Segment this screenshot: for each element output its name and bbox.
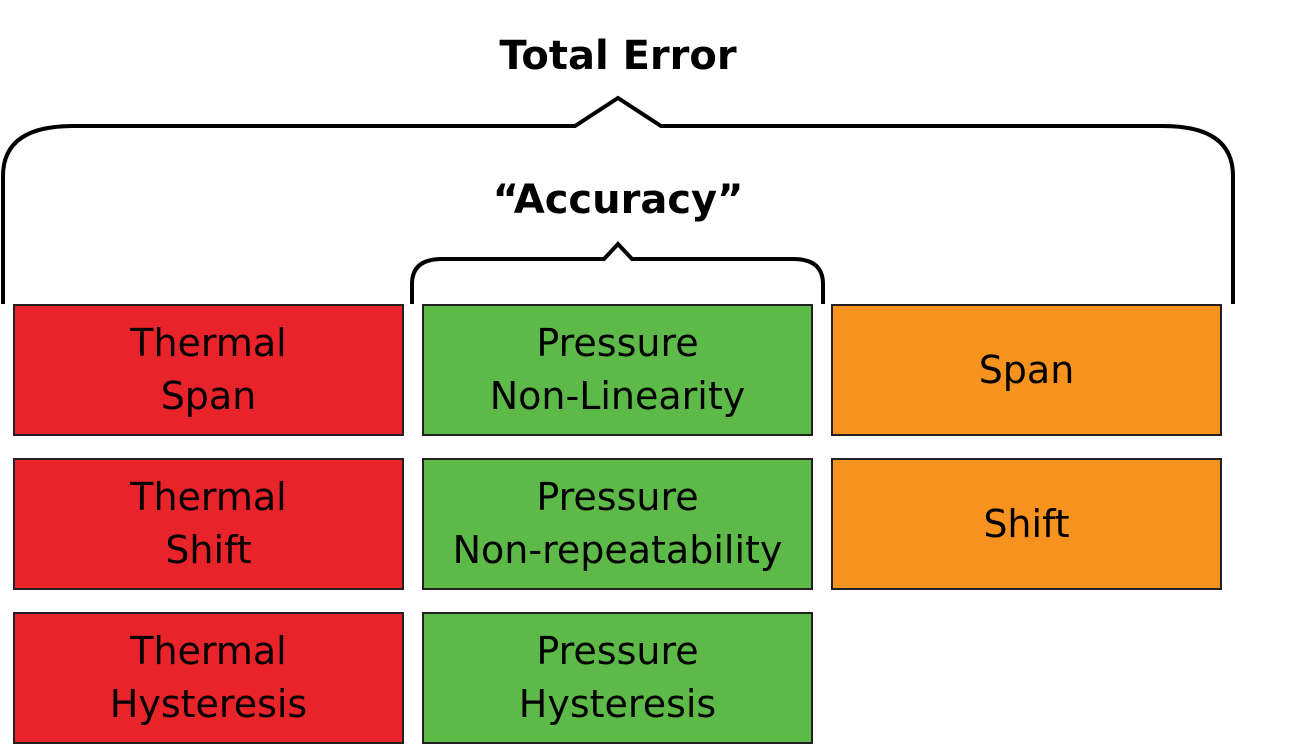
thermal-hysteresis-line1: Thermal bbox=[130, 629, 287, 673]
total-error-bracket bbox=[1, 95, 1235, 304]
pressure-nonrepeatability-line1: Pressure bbox=[536, 475, 699, 519]
span-box: Span bbox=[831, 304, 1222, 436]
shift-box: Shift bbox=[831, 458, 1222, 590]
span-label: Span bbox=[978, 347, 1075, 392]
thermal-span-box: Thermal Span bbox=[13, 304, 404, 436]
total-error-title: Total Error bbox=[499, 33, 737, 79]
pressure-nonlinearity-line2: Non-Linearity bbox=[489, 374, 746, 418]
thermal-span-line1: Thermal bbox=[130, 321, 287, 365]
accuracy-title: “Accuracy” bbox=[492, 177, 744, 223]
pressure-nonlinearity-line1: Pressure bbox=[536, 321, 699, 365]
thermal-hysteresis-box: Thermal Hysteresis bbox=[13, 612, 404, 744]
shift-label: Shift bbox=[983, 501, 1070, 546]
pressure-nonrepeatability-line2: Non-repeatability bbox=[452, 528, 783, 572]
pressure-hysteresis-line2: Hysteresis bbox=[518, 682, 717, 726]
pressure-hysteresis-box: Pressure Hysteresis bbox=[422, 612, 813, 744]
thermal-shift-box: Thermal Shift bbox=[13, 458, 404, 590]
thermal-shift-line1: Thermal bbox=[130, 475, 287, 519]
thermal-hysteresis-line2: Hysteresis bbox=[109, 682, 308, 726]
thermal-shift-line2: Shift bbox=[165, 528, 252, 572]
pressure-hysteresis-line1: Pressure bbox=[536, 629, 699, 673]
accuracy-bracket bbox=[410, 241, 825, 304]
thermal-span-line2: Span bbox=[160, 374, 257, 418]
pressure-nonlinearity-box: Pressure Non-Linearity bbox=[422, 304, 813, 436]
pressure-nonrepeatability-box: Pressure Non-repeatability bbox=[422, 458, 813, 590]
